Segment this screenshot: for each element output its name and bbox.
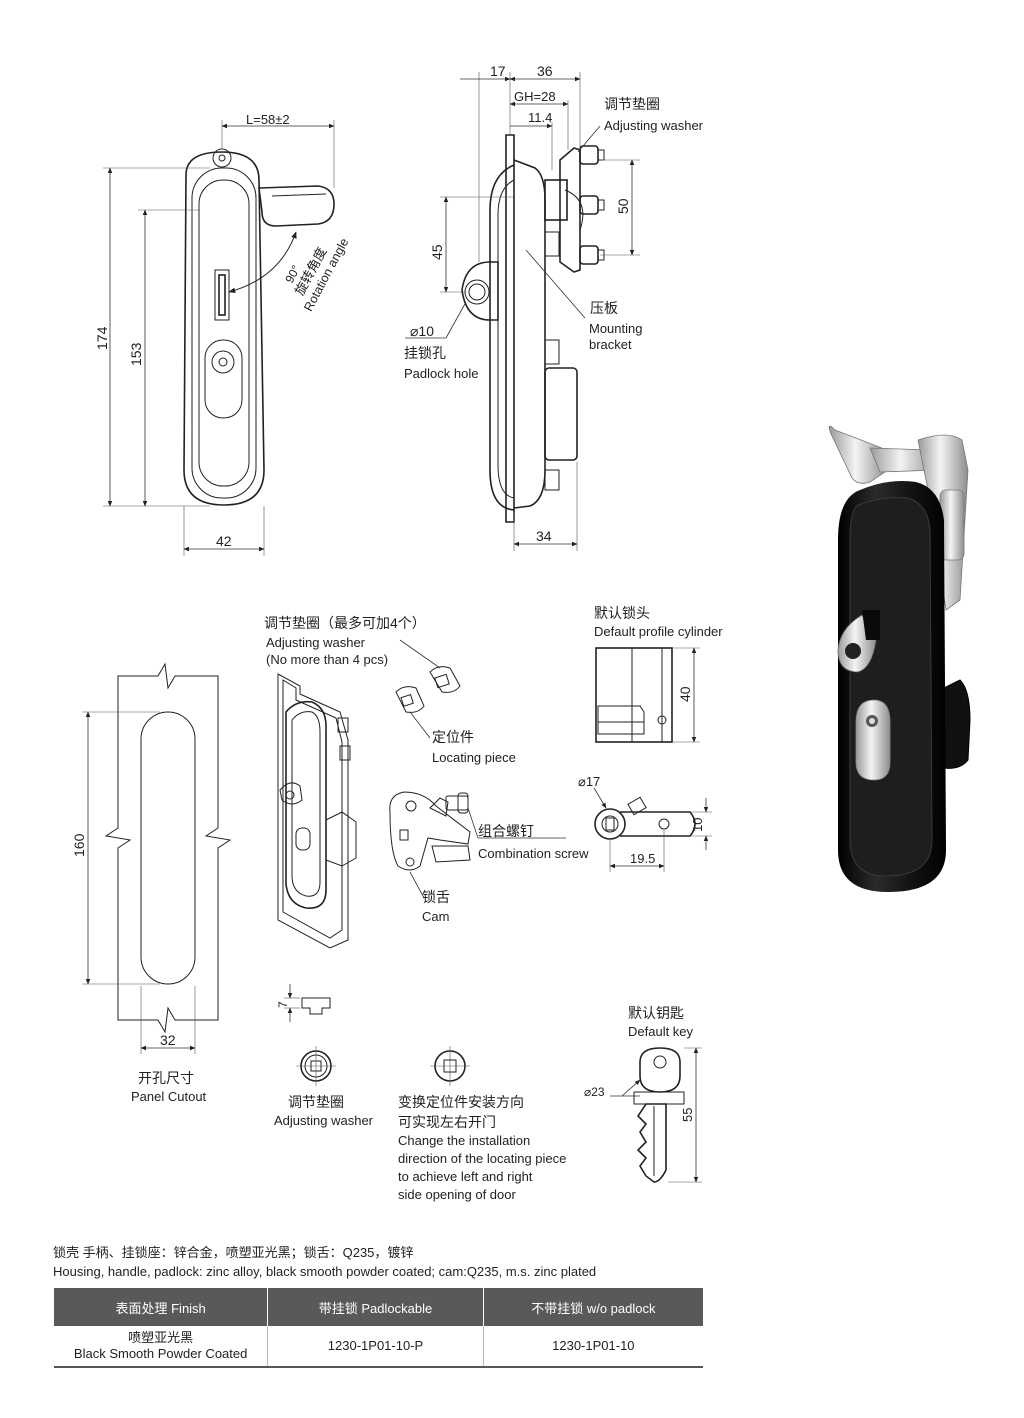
bracket-en1: Mounting xyxy=(589,321,642,336)
cutout-label-en: Panel Cutout xyxy=(131,1089,207,1104)
cutout-label-cn: 开孔尺寸 xyxy=(138,1070,194,1086)
cylinder-dia: ⌀17 xyxy=(578,774,600,789)
dim-36: 36 xyxy=(537,63,553,79)
padlock-cn: 挂锁孔 xyxy=(404,345,446,361)
washer-detail: 7 调节垫圈 Adjusting washer xyxy=(274,984,374,1128)
exploded-washer-en1: Adjusting washer xyxy=(266,635,366,650)
padlock-en: Padlock hole xyxy=(404,366,478,381)
header-padlockable: 带挂锁 Padlockable xyxy=(267,1288,484,1326)
locating-note-en3: to achieve left and right xyxy=(398,1169,533,1184)
materials-cn: 锁壳 手柄、挂锁座：锌合金，喷塑亚光黑；锁舌：Q235，镀锌 xyxy=(53,1245,414,1260)
front-view: L=58±2 174 153 42 90° 旋转角度 Rotation angl… xyxy=(94,112,351,556)
washer-detail-en: Adjusting washer xyxy=(274,1113,374,1128)
dim-gh: GH=28 xyxy=(514,89,556,104)
cell-no-padlock: 1230-1P01-10 xyxy=(483,1326,703,1368)
locating-note-cn2: 可实现左右开门 xyxy=(398,1114,496,1130)
side-view: 17 36 GH=28 11.4 50 45 34 ⌀10 挂锁孔 Padloc… xyxy=(404,63,704,551)
washer-thickness: 7 xyxy=(276,1001,290,1008)
table-row: 喷塑亚光黑 Black Smooth Powder Coated 1230-1P… xyxy=(54,1326,703,1368)
key-title-en: Default key xyxy=(628,1024,694,1039)
product-illustration xyxy=(828,425,971,892)
cell-finish: 喷塑亚光黑 Black Smooth Powder Coated xyxy=(54,1326,269,1368)
key-detail: 默认钥匙 Default key 55 ⌀23 xyxy=(584,1005,702,1183)
dim-50: 50 xyxy=(615,198,631,214)
dim-34: 34 xyxy=(536,528,552,544)
panel-cutout: 160 32 开孔尺寸 Panel Cutout xyxy=(71,662,232,1104)
exploded-washer-en2: (No more than 4 pcs) xyxy=(266,652,388,667)
dim-45: 45 xyxy=(429,244,445,260)
locating-cn: 定位件 xyxy=(432,729,474,745)
materials-en: Housing, handle, padlock: zinc alloy, bl… xyxy=(53,1264,597,1279)
spec-table: 表面处理 Finish 带挂锁 Padlockable 不带挂锁 w/o pad… xyxy=(54,1288,703,1368)
cell-padlockable: 1230-1P01-10-P xyxy=(267,1326,484,1368)
header-no-padlock: 不带挂锁 w/o padlock xyxy=(483,1288,703,1326)
finish-en: Black Smooth Powder Coated xyxy=(73,1346,248,1361)
locating-note: 变换定位件安装方向 可实现左右开门 Change the installatio… xyxy=(398,1046,566,1202)
exploded-view: 调节垫圈（最多可加4个） Adjusting washer (No more t… xyxy=(264,615,589,949)
locating-note-cn1: 变换定位件安装方向 xyxy=(398,1094,524,1110)
cylinder-dim-10: 10 xyxy=(690,818,705,832)
locating-note-en2: direction of the locating piece xyxy=(398,1151,566,1166)
bracket-en2: bracket xyxy=(589,337,632,352)
cutout-width: 32 xyxy=(160,1032,176,1048)
key-title-cn: 默认钥匙 xyxy=(628,1005,684,1021)
dim-11-4: 11.4 xyxy=(528,110,552,125)
cylinder-height: 40 xyxy=(677,686,693,702)
exploded-washer-cn: 调节垫圈（最多可加4个） xyxy=(264,615,426,631)
header-finish: 表面处理 Finish xyxy=(54,1288,269,1326)
washer-detail-cn: 调节垫圈 xyxy=(288,1094,344,1110)
dim-base-width: 42 xyxy=(216,533,232,549)
cutout-height: 160 xyxy=(71,833,87,857)
cylinder-dim-19-5: 19.5 xyxy=(630,851,655,866)
cylinder-title-en: Default profile cylinder xyxy=(594,624,723,639)
bracket-cn: 压板 xyxy=(590,300,618,316)
dim-width-label: L=58±2 xyxy=(246,112,290,127)
washer-cn: 调节垫圈 xyxy=(604,96,660,112)
cylinder-detail: 默认锁头 Default profile cylinder 40 ⌀17 10 … xyxy=(578,605,723,872)
locating-note-en1: Change the installation xyxy=(398,1133,530,1148)
cam-cn: 锁舌 xyxy=(422,889,450,905)
dim-height-total: 174 xyxy=(94,326,110,350)
key-dia: ⌀23 xyxy=(584,1085,605,1099)
finish-cn: 喷塑亚光黑 xyxy=(128,1330,194,1345)
screw-cn: 组合螺钉 xyxy=(478,823,534,839)
washer-en: Adjusting washer xyxy=(604,118,704,133)
padlock-dia: ⌀10 xyxy=(410,323,434,339)
locating-en: Locating piece xyxy=(432,750,516,765)
cam-en: Cam xyxy=(422,909,449,924)
screw-en: Combination screw xyxy=(478,846,589,861)
locating-note-en4: side opening of door xyxy=(398,1187,516,1202)
dim-height-inner: 153 xyxy=(128,342,144,366)
key-length: 55 xyxy=(680,1108,695,1122)
cylinder-title-cn: 默认锁头 xyxy=(594,605,650,621)
dim-17: 17 xyxy=(490,63,506,79)
table-header-row: 表面处理 Finish 带挂锁 Padlockable 不带挂锁 w/o pad… xyxy=(54,1288,703,1326)
